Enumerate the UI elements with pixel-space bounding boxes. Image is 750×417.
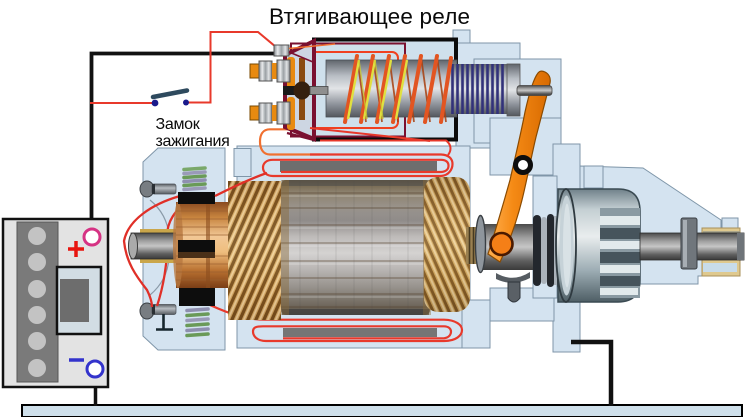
svg-text:Втягивающее реле: Втягивающее реле [269,4,470,29]
svg-text:зажигания: зажигания [156,133,230,150]
svg-text:Замок: Замок [156,116,201,133]
